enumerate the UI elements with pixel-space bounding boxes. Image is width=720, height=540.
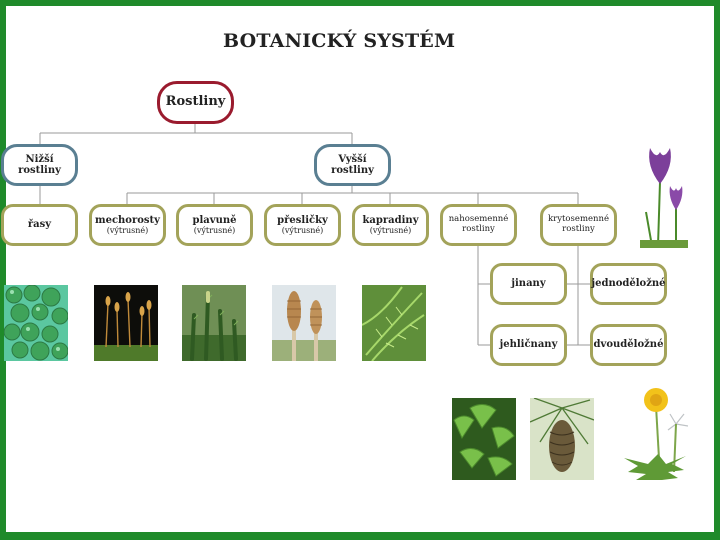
node-label: mechorosty xyxy=(95,214,160,226)
moss-photo xyxy=(94,285,158,361)
dandelion-photo xyxy=(618,384,696,484)
node-mechorosty: mechorosty (výtrusné) xyxy=(89,204,166,246)
node-label: řasy xyxy=(27,219,52,231)
node-label: jinany xyxy=(511,278,546,290)
node-label: nahosemenné rostliny xyxy=(448,214,509,234)
node-label: kapradiny xyxy=(362,214,419,226)
node-note: (výtrusné) xyxy=(106,226,149,236)
clubmoss-photo xyxy=(182,285,246,361)
node-vyssi-rostliny: Vyšší rostliny xyxy=(314,144,391,186)
node-kapradiny: kapradiny (výtrusné) xyxy=(352,204,429,246)
node-label: krytosemenné rostliny xyxy=(548,214,610,234)
node-label: plavuně xyxy=(192,214,237,226)
node-note: (výtrusné) xyxy=(193,226,236,236)
node-rostliny: Rostliny xyxy=(157,81,234,124)
horsetail-photo xyxy=(272,285,336,361)
node-label: jednoděložné xyxy=(591,278,666,290)
node-preslicky: přesličky (výtrusné) xyxy=(264,204,341,246)
node-jehlicnany: jehličnany xyxy=(490,324,567,366)
node-jednodelozne: jednoděložné xyxy=(590,263,667,305)
node-dvoudelozne: dvouděložné xyxy=(590,324,667,366)
node-nahosemenne: nahosemenné rostliny xyxy=(440,204,517,246)
node-label: dvouděložné xyxy=(593,339,664,351)
node-plavune: plavuně (výtrusné) xyxy=(176,204,253,246)
ginkgo-photo xyxy=(452,398,516,480)
node-note: (výtrusné) xyxy=(369,226,412,236)
fern-photo xyxy=(362,285,426,361)
node-label: přesličky xyxy=(277,214,328,226)
node-nizsi-rostliny: Nižší rostliny xyxy=(1,144,78,186)
node-label: jehličnany xyxy=(499,339,558,351)
pinecone-photo xyxy=(530,398,594,480)
node-krytosemenne: krytosemenné rostliny xyxy=(540,204,617,246)
algae-photo xyxy=(4,285,68,361)
node-jinany: jinany xyxy=(490,263,567,305)
node-note: (výtrusné) xyxy=(281,226,324,236)
node-label: Rostliny xyxy=(165,94,226,110)
crocus-photo xyxy=(640,142,688,248)
node-rasy: řasy xyxy=(1,204,78,246)
node-label: Vyšší rostliny xyxy=(331,153,374,177)
page-title: BOTANICKÝ SYSTÉM xyxy=(223,30,456,52)
node-label: Nižší rostliny xyxy=(18,153,61,177)
